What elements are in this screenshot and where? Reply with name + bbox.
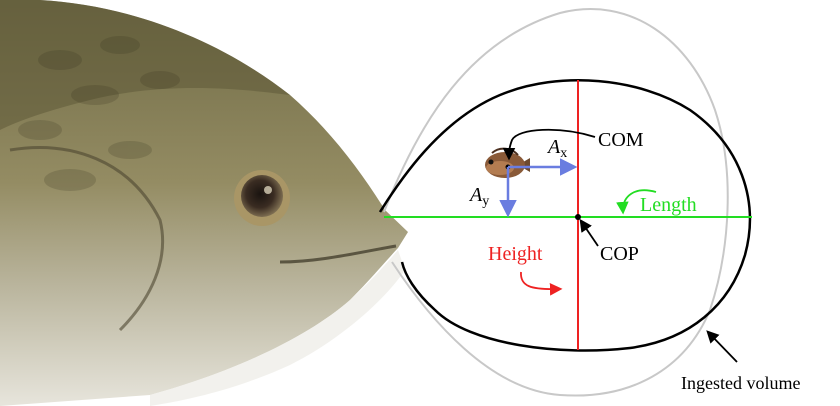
height-label: Height	[488, 243, 543, 265]
com-leader-arrow	[502, 128, 596, 161]
cop-point	[575, 214, 581, 220]
cop-label: COP	[600, 243, 639, 265]
cop-leader-arrow	[579, 218, 599, 247]
ay-label-base: A	[468, 184, 483, 206]
length-label: Length	[640, 194, 697, 216]
height-curved-arrow	[520, 271, 563, 296]
ax-label-base: A	[546, 136, 561, 158]
ingested-volume-label: Ingested volume	[681, 373, 800, 393]
ingested-volume-leader-arrow	[706, 330, 738, 363]
com-label: COM	[598, 129, 644, 151]
ax-label-sub: x	[560, 146, 567, 161]
outer-flow-outline	[383, 8, 729, 397]
largemouth-bass-head-icon	[0, 0, 408, 406]
ay-label-sub: y	[482, 194, 489, 209]
ay-label: Ay	[468, 184, 489, 209]
ax-label: Ax	[546, 136, 567, 161]
ingested-volume-outline	[378, 79, 752, 352]
length-curved-arrow	[616, 189, 657, 215]
